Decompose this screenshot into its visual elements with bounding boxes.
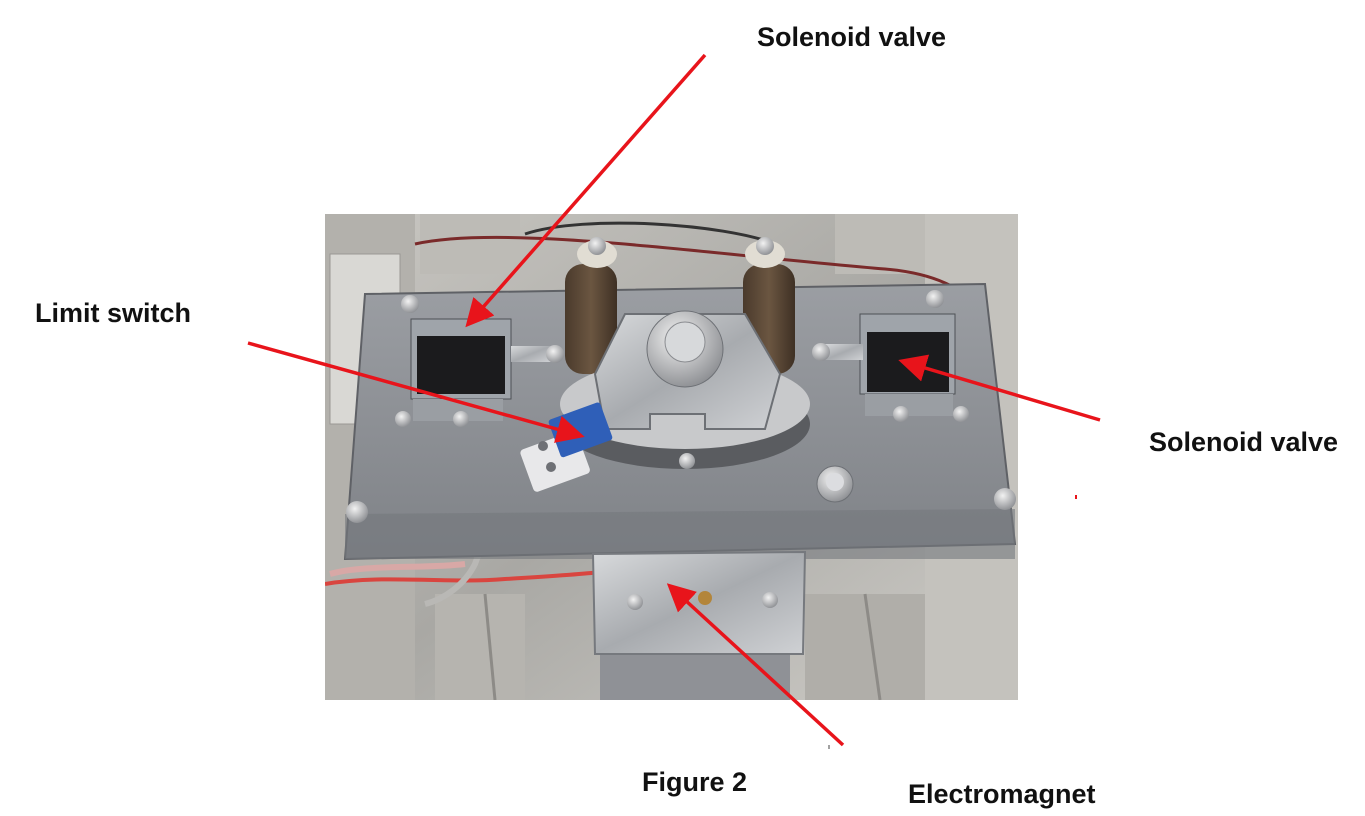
electromagnet-bracket [591,550,807,700]
label-solenoid-valve-right: Solenoid valve [1149,427,1339,457]
figure-caption: Figure 2 [642,767,748,797]
label-solenoid-valve-top: Solenoid valve [757,22,947,52]
label-electromagnet: Electromagnet [908,779,1096,809]
central-rotor [560,310,810,469]
mechanism-photo [325,214,1018,700]
label-limit-switch: Limit switch [35,298,192,328]
